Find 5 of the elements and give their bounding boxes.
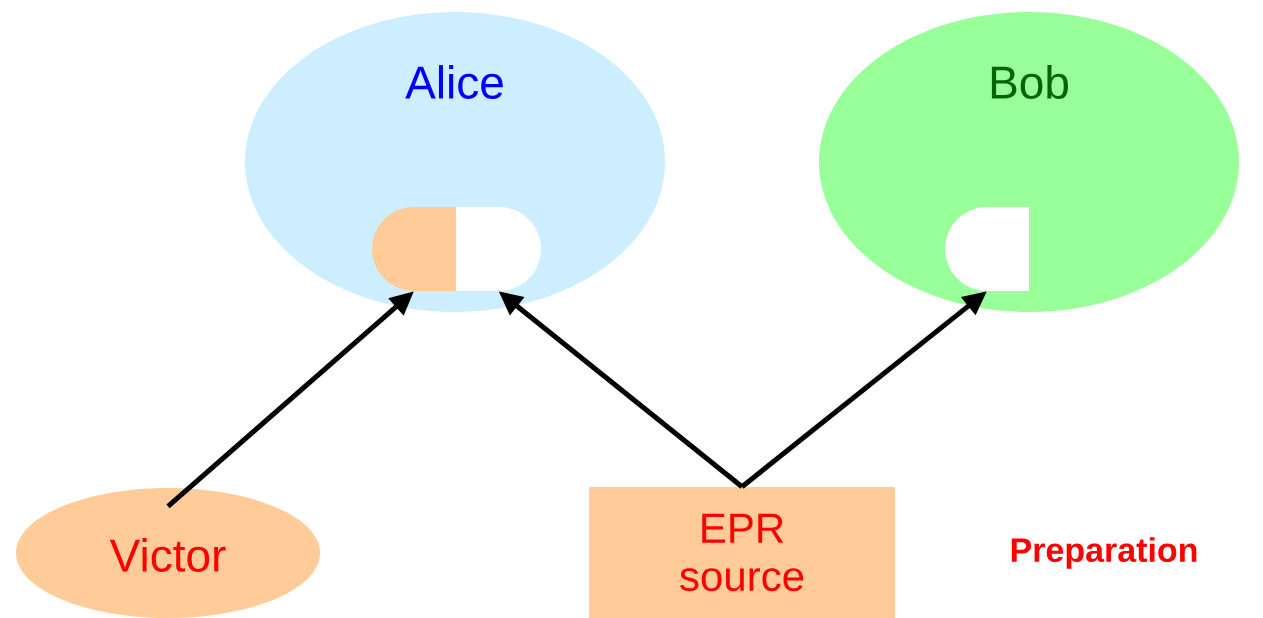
stage-label: Preparation	[1011, 537, 1197, 569]
source-box: EPR source	[589, 487, 895, 618]
half-pill	[456, 207, 541, 291]
half-pill	[372, 207, 456, 291]
half-pill	[945, 207, 1029, 291]
